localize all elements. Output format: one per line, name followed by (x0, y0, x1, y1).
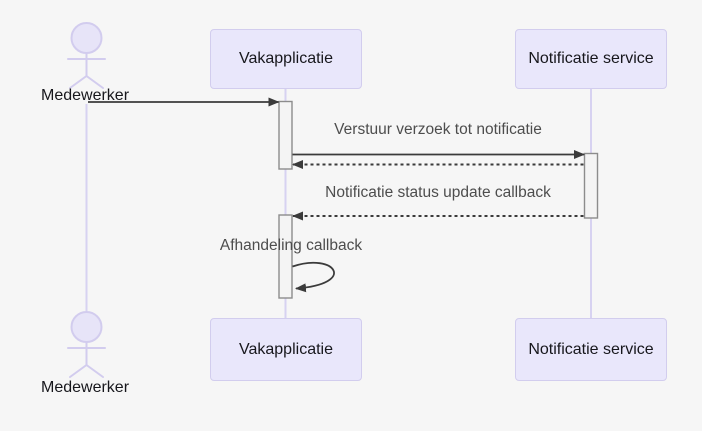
actor-label-top: Medewerker (40, 87, 130, 104)
participant-label: Vakapplicatie (239, 50, 333, 67)
participant-box-vakapplicatie-top: Vakapplicatie (210, 29, 362, 89)
participant-box-notificatie-service-top: Notificatie service (515, 29, 667, 89)
participant-box-notificatie-service-bottom: Notificatie service (515, 318, 667, 381)
participant-label: Notificatie service (528, 50, 654, 67)
actor-icon-top (67, 22, 106, 89)
actor-icon-bottom (67, 311, 106, 378)
actor-leg-left (69, 364, 88, 378)
actor-head (70, 311, 103, 343)
message-label-afhandeling-callback: Afhandeling callback (219, 237, 363, 254)
message-label-verstuur-verzoek: Verstuur verzoek tot notificatie (334, 121, 542, 138)
participant-box-vakapplicatie-bottom: Vakapplicatie (210, 318, 362, 381)
activation-bar-vakapplicatie-2 (278, 214, 293, 299)
actor-leg-left (69, 75, 88, 89)
actor-leg-right (85, 75, 104, 89)
actor-leg-right (85, 364, 104, 378)
actor-label-bottom: Medewerker (40, 379, 130, 396)
actor-head (70, 22, 103, 54)
message-label-status-update-callback: Notificatie status update callback (325, 184, 551, 201)
participant-label: Notificatie service (528, 340, 654, 358)
participant-label: Vakapplicatie (239, 340, 333, 358)
activation-bar-notificatie-service (583, 152, 599, 219)
message-arrow-self-loop (292, 261, 335, 293)
activation-bar-vakapplicatie-1 (278, 100, 293, 170)
